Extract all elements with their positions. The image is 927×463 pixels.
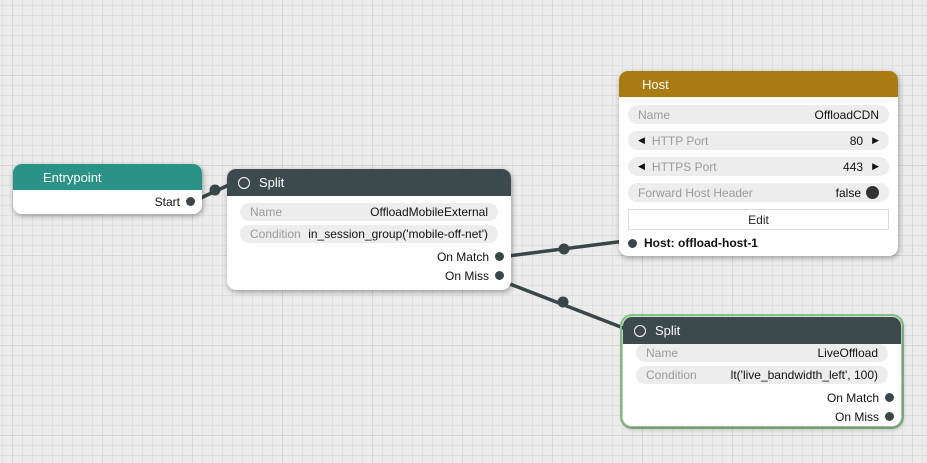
node-title: Split xyxy=(259,175,285,190)
output-port-label: On Miss xyxy=(444,268,489,283)
output-port-on-miss[interactable] xyxy=(885,412,894,421)
field-value: LiveOffload xyxy=(817,346,879,360)
edge-handle[interactable] xyxy=(209,184,221,196)
field-name[interactable]: Name OffloadCDN xyxy=(628,105,889,124)
field-name[interactable]: Name OffloadMobileExternal xyxy=(240,203,498,221)
field-label: HTTPS Port xyxy=(651,159,717,174)
toggle-knob[interactable] xyxy=(866,186,879,199)
node-split2-header[interactable]: Split xyxy=(623,317,901,344)
input-port-icon[interactable] xyxy=(238,176,250,189)
field-label: Forward Host Header xyxy=(638,185,753,200)
output-port-row-on-miss: On Miss xyxy=(623,407,901,426)
node-split-offload-mobile[interactable]: Split Name OffloadMobileExternal Conditi… xyxy=(227,169,511,290)
output-port-row-on-match: On Match xyxy=(623,388,901,407)
field-value: OffloadMobileExternal xyxy=(370,205,488,219)
output-port-label: On Match xyxy=(826,390,879,405)
node-split1-header[interactable]: Split xyxy=(227,169,511,196)
stepper-increment-icon[interactable]: ▶ xyxy=(872,161,879,171)
output-port-on-match[interactable] xyxy=(885,393,894,402)
stepper-decrement-icon[interactable]: ◀ xyxy=(638,161,645,171)
stepper-decrement-icon[interactable]: ◀ xyxy=(638,135,645,145)
field-label: HTTP Port xyxy=(651,133,709,148)
output-port-label: On Miss xyxy=(834,409,879,424)
node-title: Host xyxy=(642,76,669,92)
field-value: 443 xyxy=(843,159,864,174)
node-title: Split xyxy=(655,323,681,338)
output-port-row-on-match: On Match xyxy=(227,247,511,266)
field-http-port[interactable]: ◀ HTTP Port 80 ▶ xyxy=(628,131,889,150)
output-port-on-miss[interactable] xyxy=(495,271,504,280)
node-split2-body: Name LiveOffload Condition lt('live_band… xyxy=(623,344,901,426)
field-forward-host-header[interactable]: Forward Host Header false xyxy=(628,183,889,202)
node-entrypoint-body: Start xyxy=(13,190,202,214)
field-condition[interactable]: Condition in_session_group('mobile-off-n… xyxy=(240,225,498,243)
node-split-liveoffload[interactable]: Split Name LiveOffload Condition lt('liv… xyxy=(623,317,901,426)
node-host-offloadcdn[interactable]: Host Name OffloadCDN ◀ HTTP Port 80 ▶ ◀ … xyxy=(619,71,898,256)
field-value: false xyxy=(835,185,861,200)
field-value: lt('live_bandwidth_left', 100) xyxy=(730,368,878,382)
field-label: Name xyxy=(638,107,671,122)
input-port-label: Host: offload-host-1 xyxy=(644,236,758,250)
input-port-row-host: Host: offload-host-1 xyxy=(619,235,898,251)
output-port-label: On Match xyxy=(436,249,489,264)
field-value: in_session_group('mobile-off-net') xyxy=(308,227,488,241)
input-port-host[interactable] xyxy=(628,238,637,248)
field-value: OffloadCDN xyxy=(814,107,879,122)
selection-outline: Split Name LiveOffload Condition lt('liv… xyxy=(620,314,904,429)
output-port-on-match[interactable] xyxy=(495,252,504,261)
node-host-header[interactable]: Host xyxy=(619,71,898,97)
edge-handle[interactable] xyxy=(558,243,570,255)
field-label: Condition xyxy=(250,227,301,241)
output-port-row-start: Start xyxy=(13,192,202,211)
node-entrypoint[interactable]: Entrypoint Start xyxy=(13,164,202,214)
field-https-port[interactable]: ◀ HTTPS Port 443 ▶ xyxy=(628,157,889,176)
field-name[interactable]: Name LiveOffload xyxy=(636,344,888,362)
field-condition[interactable]: Condition lt('live_bandwidth_left', 100) xyxy=(636,366,888,384)
node-split1-body: Name OffloadMobileExternal Condition in_… xyxy=(227,196,511,290)
field-label: Name xyxy=(646,346,679,360)
edit-button[interactable]: Edit xyxy=(628,209,889,230)
output-port-row-on-miss: On Miss xyxy=(227,266,511,285)
field-label: Condition xyxy=(646,368,697,382)
node-entrypoint-header[interactable]: Entrypoint xyxy=(13,164,202,190)
node-title: Entrypoint xyxy=(43,169,102,185)
field-value: 80 xyxy=(849,133,864,148)
field-label: Name xyxy=(250,205,283,219)
node-host-body: Name OffloadCDN ◀ HTTP Port 80 ▶ ◀ HTTPS… xyxy=(619,97,898,256)
output-port-start[interactable] xyxy=(186,197,195,206)
input-port-icon[interactable] xyxy=(634,324,646,337)
edge-handle[interactable] xyxy=(557,296,569,308)
output-port-label: Start xyxy=(154,194,180,209)
stepper-increment-icon[interactable]: ▶ xyxy=(872,135,879,145)
